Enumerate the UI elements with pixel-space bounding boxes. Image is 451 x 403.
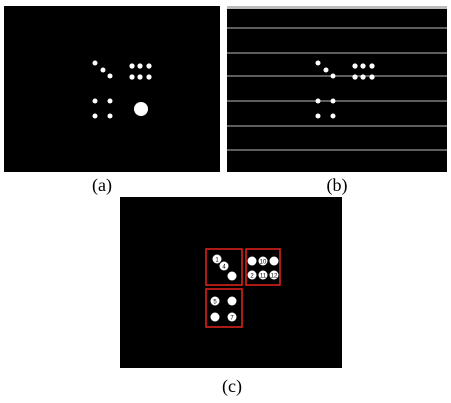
dot	[227, 296, 237, 306]
dot	[137, 63, 143, 69]
group-box-3	[205, 288, 243, 328]
dot	[146, 63, 152, 69]
panel-b-image	[227, 6, 447, 151]
dot-number: 12	[271, 274, 278, 280]
dot	[107, 113, 113, 119]
numbered-dot	[219, 261, 229, 271]
dot	[92, 60, 98, 66]
dot	[330, 113, 336, 119]
dot	[92, 98, 98, 104]
dot	[137, 74, 143, 80]
numbered-dot	[258, 270, 268, 280]
caption-a: (a)	[92, 175, 112, 195]
panel-a	[4, 6, 220, 172]
numbered-dot	[210, 296, 220, 306]
panel-c-image: 1 4 10 2 11 12 5 7	[205, 248, 281, 328]
dot	[107, 73, 113, 79]
dot	[369, 63, 375, 69]
dot	[146, 74, 152, 80]
group-box-2	[245, 248, 281, 286]
dot-number: 1	[215, 258, 219, 264]
caption-c: (c)	[222, 376, 242, 396]
group-box-1	[205, 248, 243, 286]
dot-number: 5	[213, 300, 217, 306]
dot	[269, 256, 279, 266]
dot	[330, 98, 336, 104]
panel-a-image	[92, 60, 152, 119]
blob	[134, 102, 148, 116]
dot	[107, 98, 113, 104]
dot	[129, 63, 135, 69]
numbered-dot	[258, 256, 268, 266]
dot	[352, 63, 358, 69]
numbered-dot	[212, 254, 222, 264]
dot	[330, 73, 336, 79]
dot	[315, 60, 321, 66]
dot	[352, 74, 358, 80]
dot	[369, 74, 375, 80]
dot	[315, 113, 321, 119]
caption-b: (b)	[326, 175, 348, 195]
dot	[100, 67, 106, 73]
dot	[315, 98, 321, 104]
panel-c: 1 4 10 2 11 12 5 7	[120, 197, 342, 368]
dot-number: 4	[222, 265, 226, 271]
dot	[92, 113, 98, 119]
dot-number: 2	[250, 274, 254, 280]
numbered-dot	[247, 270, 257, 280]
numbered-dot	[227, 312, 237, 322]
dot	[323, 67, 329, 73]
dot	[247, 256, 257, 266]
panel-b	[227, 6, 447, 172]
dot	[360, 63, 366, 69]
dot	[227, 271, 237, 281]
dot	[129, 74, 135, 80]
dot-number: 10	[260, 260, 267, 266]
numbered-dot	[269, 270, 279, 280]
dot-number: 11	[260, 274, 267, 280]
dot	[360, 74, 366, 80]
dot-number: 7	[230, 316, 234, 322]
dot	[210, 312, 220, 322]
